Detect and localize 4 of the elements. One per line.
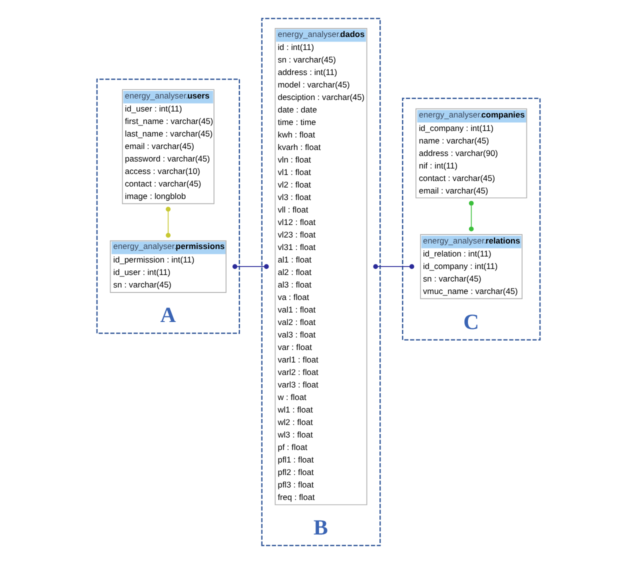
connector xyxy=(232,264,269,270)
connector xyxy=(166,206,171,238)
connector xyxy=(468,200,474,232)
connector xyxy=(373,264,414,270)
